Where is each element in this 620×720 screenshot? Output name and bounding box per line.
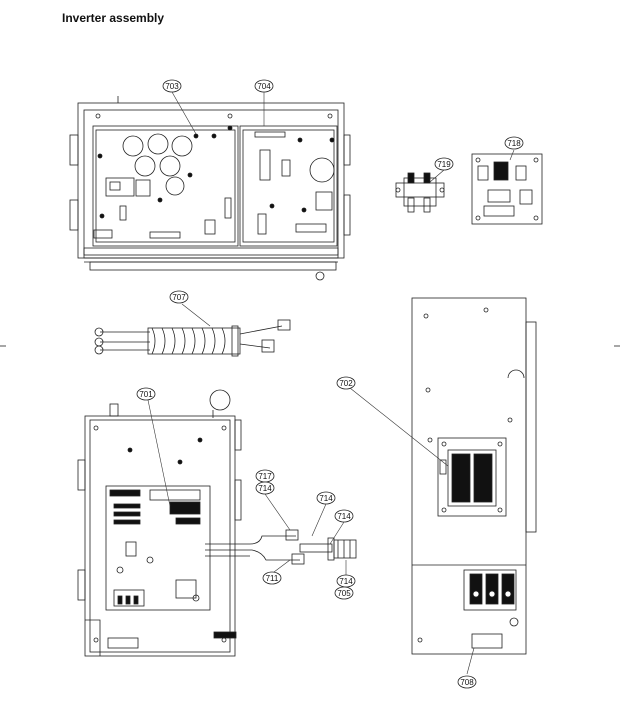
callout-708: 708: [457, 675, 477, 689]
pcb-panel-701: [77, 389, 242, 657]
svg-text:708: 708: [460, 678, 474, 687]
callout-leaders: [147, 91, 515, 675]
svg-text:707: 707: [172, 293, 186, 302]
svg-text:714: 714: [319, 494, 333, 503]
reactor-panel-702: [411, 297, 537, 655]
svg-text:719: 719: [437, 160, 451, 169]
svg-text:705: 705: [337, 589, 351, 598]
callout-714-d: 714: [336, 574, 356, 588]
svg-text:717: 717: [258, 472, 272, 481]
callout-714-b: 714: [316, 491, 336, 505]
callout-717: 717: [255, 469, 275, 483]
callout-714-c: 714: [334, 509, 354, 523]
callout-704: 704: [254, 79, 274, 93]
callout-718: 718: [504, 136, 524, 150]
page-title: Inverter assembly: [62, 11, 165, 25]
svg-text:701: 701: [139, 390, 153, 399]
wire-harness-707: [94, 319, 291, 357]
svg-text:704: 704: [257, 82, 271, 91]
callout-719: 719: [434, 157, 454, 171]
callout-714-a: 714: [255, 481, 275, 495]
part-718: [471, 153, 543, 225]
svg-text:714: 714: [337, 512, 351, 521]
callout-711: 711: [262, 571, 282, 585]
part-719: [395, 172, 445, 213]
svg-text:702: 702: [339, 379, 353, 388]
callout-707: 707: [169, 290, 189, 304]
svg-text:714: 714: [258, 484, 272, 493]
harness-711: [205, 529, 357, 565]
callout-702: 702: [336, 376, 356, 390]
svg-text:711: 711: [266, 574, 279, 583]
top-inverter-box: [69, 96, 351, 281]
svg-text:714: 714: [339, 577, 353, 586]
callout-703: 703: [162, 79, 182, 93]
svg-text:718: 718: [507, 139, 521, 148]
callout-705: 705: [334, 586, 354, 600]
svg-text:703: 703: [165, 82, 179, 91]
callout-701: 701: [136, 387, 156, 401]
